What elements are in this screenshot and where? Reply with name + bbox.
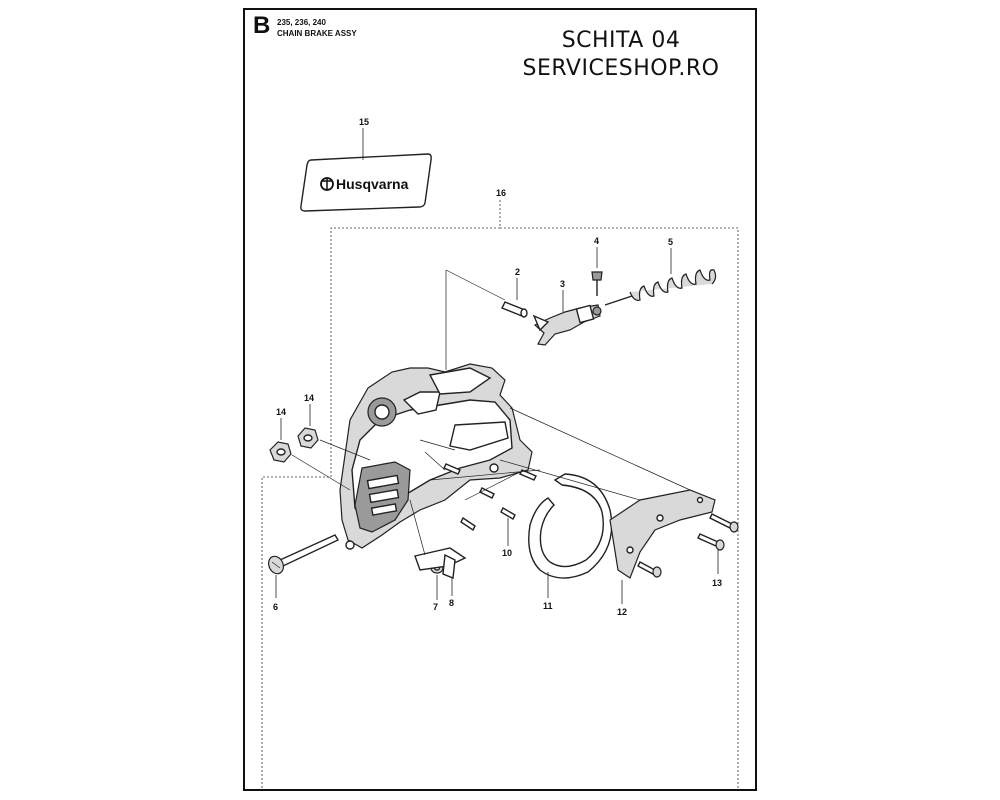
- plate-part-12: [609, 489, 716, 579]
- callout-3: 3: [560, 279, 565, 289]
- bracket-part-8: [414, 547, 467, 579]
- callout-6: 6: [273, 602, 278, 612]
- callout-11: 11: [543, 601, 553, 611]
- nut-part-14b: [297, 427, 319, 449]
- callout-16: 16: [496, 188, 506, 198]
- diagram-title: SCHITA 04: [561, 28, 681, 53]
- screw-part-13a: [709, 513, 739, 533]
- callout-12: 12: [617, 607, 627, 617]
- callout-4: 4: [594, 236, 599, 246]
- husqvarna-logo-icon: [320, 177, 334, 191]
- callout-8: 8: [449, 598, 454, 608]
- model-numbers: 235, 236, 240: [277, 18, 326, 27]
- callout-2: 2: [515, 267, 520, 277]
- brake-lever-part-3: [532, 304, 602, 346]
- callout-14a: 14: [276, 407, 286, 417]
- callout-13: 13: [712, 578, 722, 588]
- pin-part-2: [501, 301, 528, 318]
- pin-part-10: [500, 507, 516, 520]
- screw-part-13b: [697, 533, 725, 551]
- callout-7: 7: [433, 602, 438, 612]
- spring-part-5: [604, 269, 717, 306]
- decal-part-15: Husqvarna: [300, 153, 432, 212]
- assembly-name: CHAIN BRAKE ASSY: [277, 29, 357, 38]
- callout-5: 5: [668, 237, 673, 247]
- shop-name: SERVICESHOP.RO: [522, 56, 720, 81]
- chain-brake-housing: [339, 363, 533, 550]
- screw-part-13c: [637, 561, 662, 578]
- housing-pins: [443, 463, 537, 532]
- bolt-part-6: [268, 534, 339, 575]
- nut-part-14a: [269, 441, 292, 463]
- callout-15: 15: [359, 117, 369, 127]
- callout-10: 10: [502, 548, 512, 558]
- section-letter: B: [253, 12, 271, 39]
- callout-14b: 14: [304, 393, 314, 403]
- screw-part-4: [591, 271, 603, 296]
- brake-band-part-11: [528, 473, 613, 579]
- decal-brand-text: Husqvarna: [336, 176, 409, 192]
